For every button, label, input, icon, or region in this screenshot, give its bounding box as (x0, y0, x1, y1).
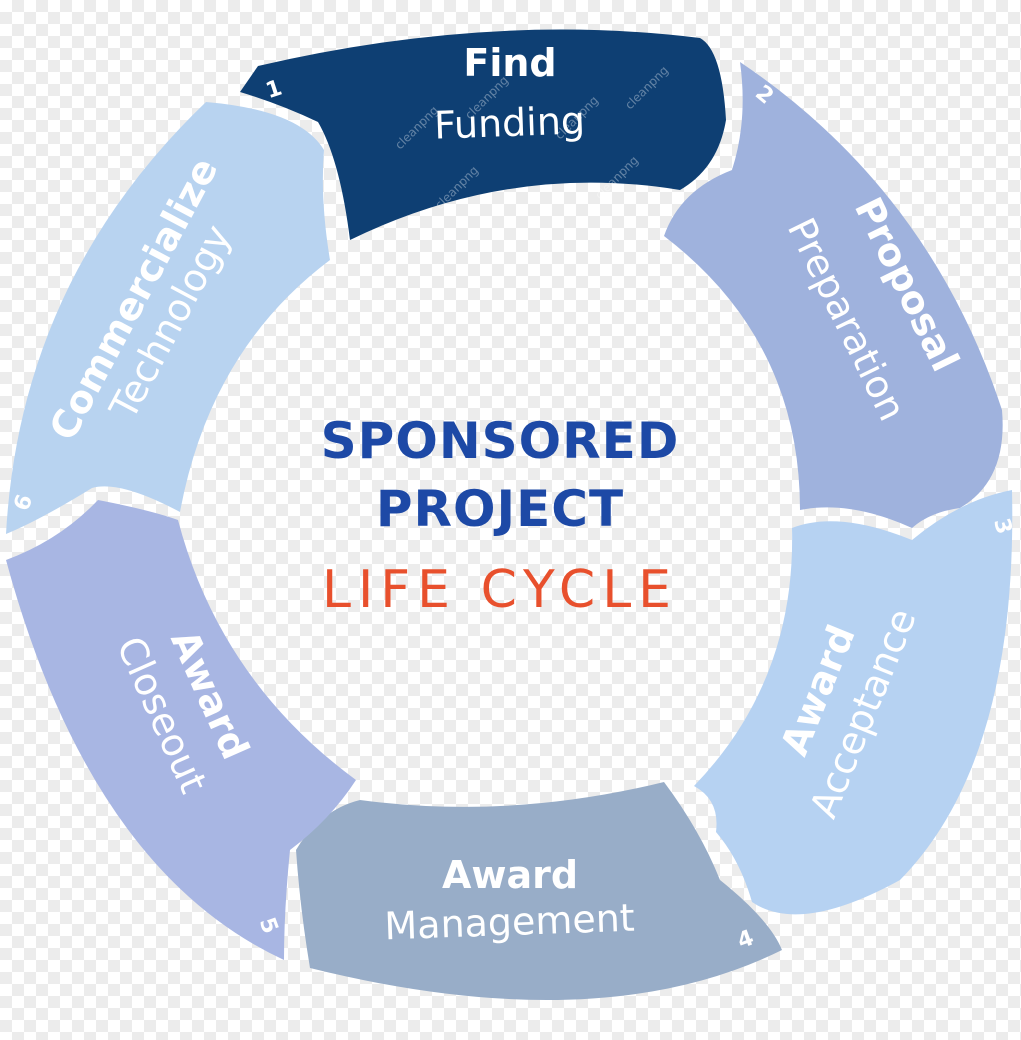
stage-4-segment[interactable] (296, 782, 782, 1000)
center-title-line-2: PROJECT (375, 480, 625, 538)
stage-4-title: Award (442, 853, 578, 897)
stage-1-segment[interactable] (240, 29, 726, 240)
stage-4-subtitle: Management (384, 896, 636, 949)
stage-3-segment[interactable] (694, 490, 1013, 915)
stage-3-number: 3 (988, 516, 1016, 537)
stage-1-title: Find (463, 41, 556, 85)
stage-6-segment[interactable] (6, 102, 330, 534)
stage-2-segment[interactable] (664, 62, 1003, 528)
stage-1-number: 1 (263, 76, 285, 105)
center-title-line-1: SPONSORED (320, 412, 680, 470)
center-subtitle: LIFE CYCLE (321, 560, 679, 620)
stage-5-segment[interactable] (6, 500, 356, 960)
stage-1-subtitle: Funding (433, 98, 585, 147)
